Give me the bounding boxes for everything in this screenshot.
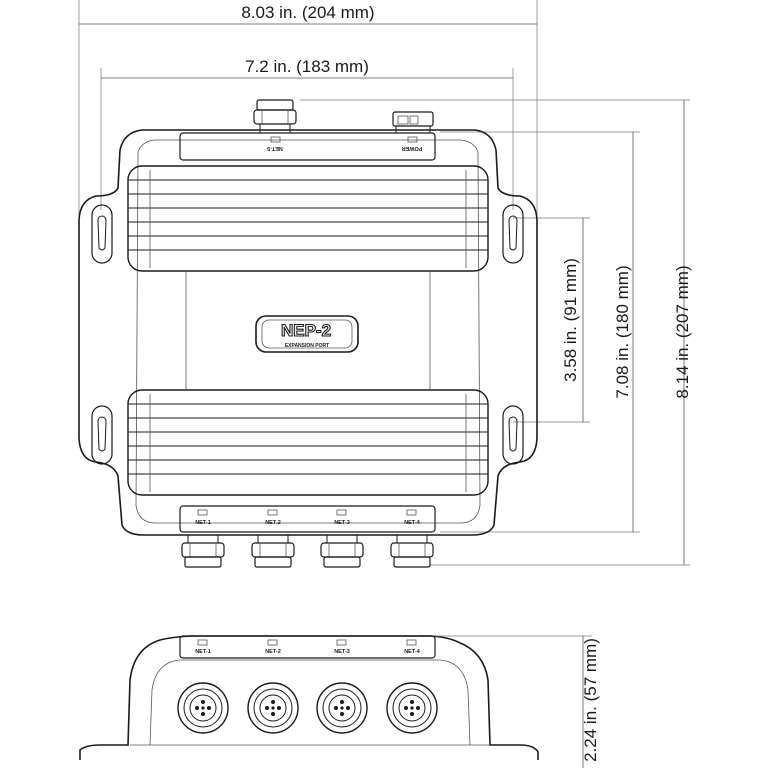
side-connector-net4 (386, 682, 438, 734)
mount-slot-bottom-left (91, 405, 113, 465)
side-port-label-net3: NET-3 (334, 649, 350, 655)
bottom-port-label-net2: NET-2 (265, 520, 281, 526)
side-height-dimension: 2.24 in. (57 mm) (436, 635, 600, 768)
model-name: NEP-2 (281, 321, 331, 340)
body-height-label: 7.08 in. (180 mm) (613, 265, 632, 398)
bottom-connector-net4 (390, 534, 434, 568)
model-subtitle: EXPANSION PORT (285, 343, 329, 349)
bottom-connector-net1 (181, 534, 225, 568)
top-connector-power (392, 111, 434, 134)
mount-slot-top-right (502, 204, 524, 264)
side-connector-net2 (247, 682, 299, 734)
bottom-connector-net2 (251, 534, 295, 568)
side-port-label-net2: NET-2 (265, 649, 281, 655)
body-height-dimension: 7.08 in. (180 mm) (440, 131, 640, 533)
side-connector-net1 (177, 682, 229, 734)
model-badge: NEP-2 EXPANSION PORT (255, 315, 359, 353)
top-port-label-net5: NET-5 (267, 145, 283, 151)
side-view: NET-1 NET-2 NET-3 NET-4 (79, 635, 539, 760)
upper-heatsink (127, 165, 489, 272)
mount-slot-top-left (91, 204, 113, 264)
top-port-label-power: POWER (402, 145, 423, 151)
side-port-label-net1: NET-1 (195, 649, 211, 655)
overall-width-label: 8.03 in. (204 mm) (241, 3, 374, 22)
mount-width-dimension: 7.2 in. (183 mm) (100, 57, 514, 210)
top-view: NET-5 POWER (78, 99, 538, 568)
overall-height-label: 8.14 in. (207 mm) (673, 265, 692, 398)
side-connector-net3 (316, 682, 368, 734)
side-height-label: 2.24 in. (57 mm) (581, 638, 600, 762)
top-connector-net5 (253, 99, 297, 134)
bottom-connector-net3 (320, 534, 364, 568)
lower-heatsink (127, 389, 489, 496)
bottom-port-label-net3: NET-3 (334, 520, 350, 526)
mount-width-label: 7.2 in. (183 mm) (245, 57, 369, 76)
bottom-port-label-net1: NET-1 (195, 520, 211, 526)
bottom-port-label-net4: NET-4 (404, 520, 421, 526)
hole-spacing-label: 3.58 in. (91 mm) (561, 258, 580, 382)
hole-spacing-dimension: 3.58 in. (91 mm) (513, 217, 590, 423)
mount-slot-bottom-right (502, 405, 524, 465)
overall-height-dimension: 8.14 in. (207 mm) (300, 99, 692, 566)
side-port-label-net4: NET-4 (404, 649, 421, 655)
